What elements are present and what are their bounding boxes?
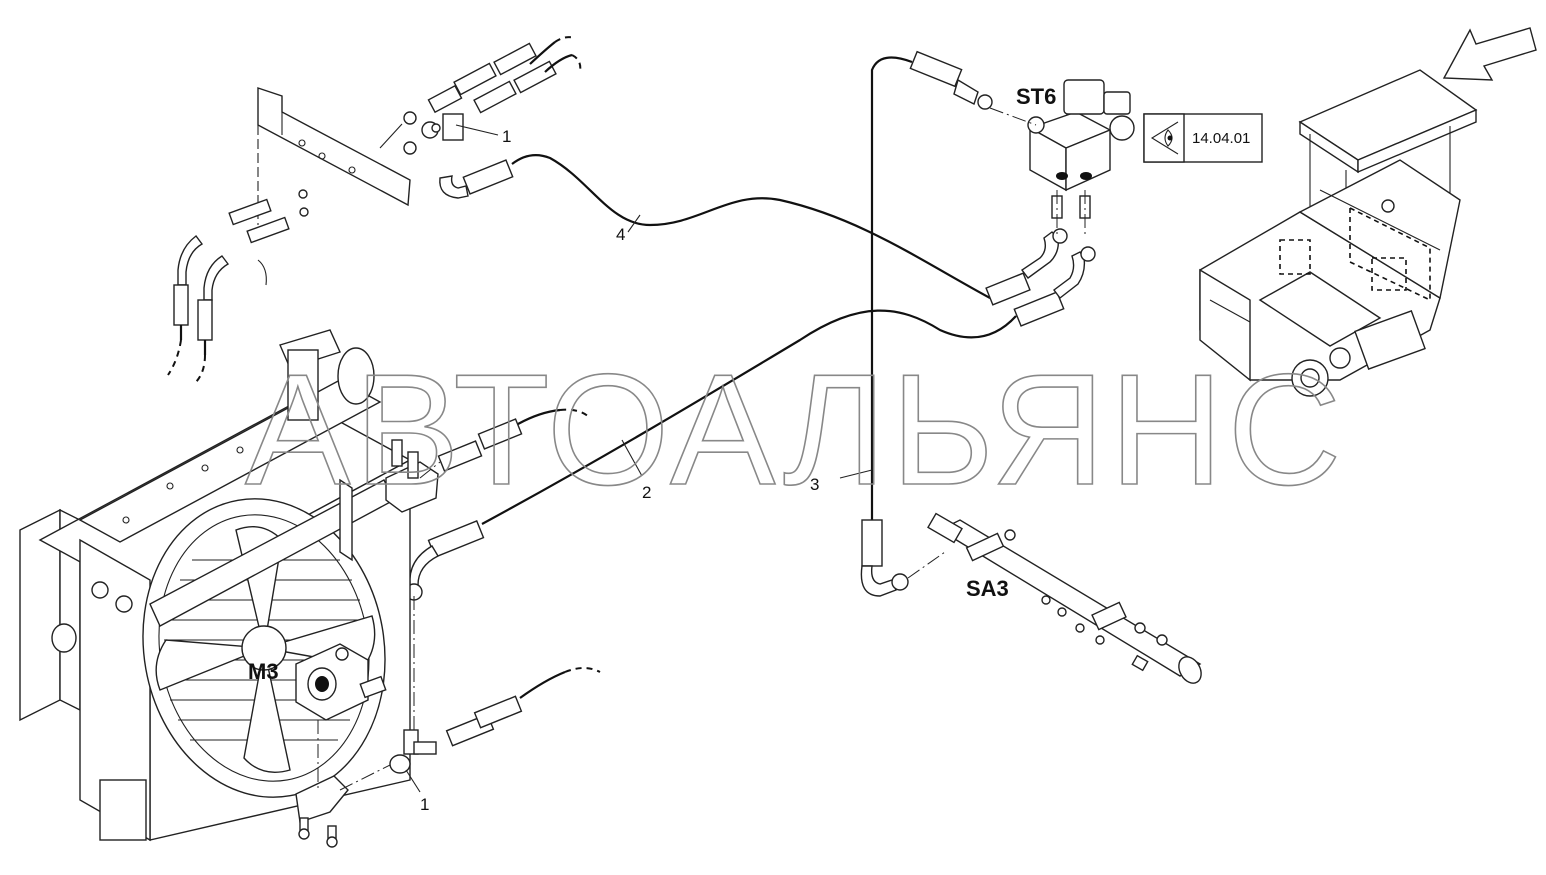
mounting-bracket-top-left <box>257 87 411 225</box>
hose-fittings-top-left <box>403 36 582 155</box>
watermark-text: АВТОАЛЬЯНС <box>245 342 1345 518</box>
item-label-1-top: 1 <box>502 127 511 146</box>
component-label-st6: ST6 <box>1016 84 1056 109</box>
hose-fittings-middle <box>419 408 591 479</box>
view-reference-number: 14.04.01 <box>1192 130 1250 147</box>
hose-3 <box>839 50 993 597</box>
valve-block-st6 <box>989 79 1135 236</box>
mounting-brackets <box>295 439 439 848</box>
pump-m3 <box>295 643 387 721</box>
component-label-sa3: SA3 <box>966 576 1009 601</box>
hose-4 <box>439 153 1068 306</box>
tee-fitting-bottom <box>389 596 601 774</box>
item-label-2: 2 <box>642 483 651 502</box>
sensor-rail-sa3 <box>907 512 1202 684</box>
hose-assembly-left <box>167 189 309 383</box>
view-direction-arrow <box>1442 27 1537 81</box>
component-label-m3: M3 <box>248 659 279 684</box>
item-label-1-bottom: 1 <box>420 795 429 814</box>
hose-2 <box>405 246 1096 601</box>
item-label-3: 3 <box>810 475 819 494</box>
item-label-4: 4 <box>616 225 625 244</box>
leader-lines <box>405 124 643 793</box>
paver-machine-overview <box>1199 69 1478 397</box>
cooling-fan <box>142 478 395 798</box>
view-reference-box <box>1143 113 1263 163</box>
